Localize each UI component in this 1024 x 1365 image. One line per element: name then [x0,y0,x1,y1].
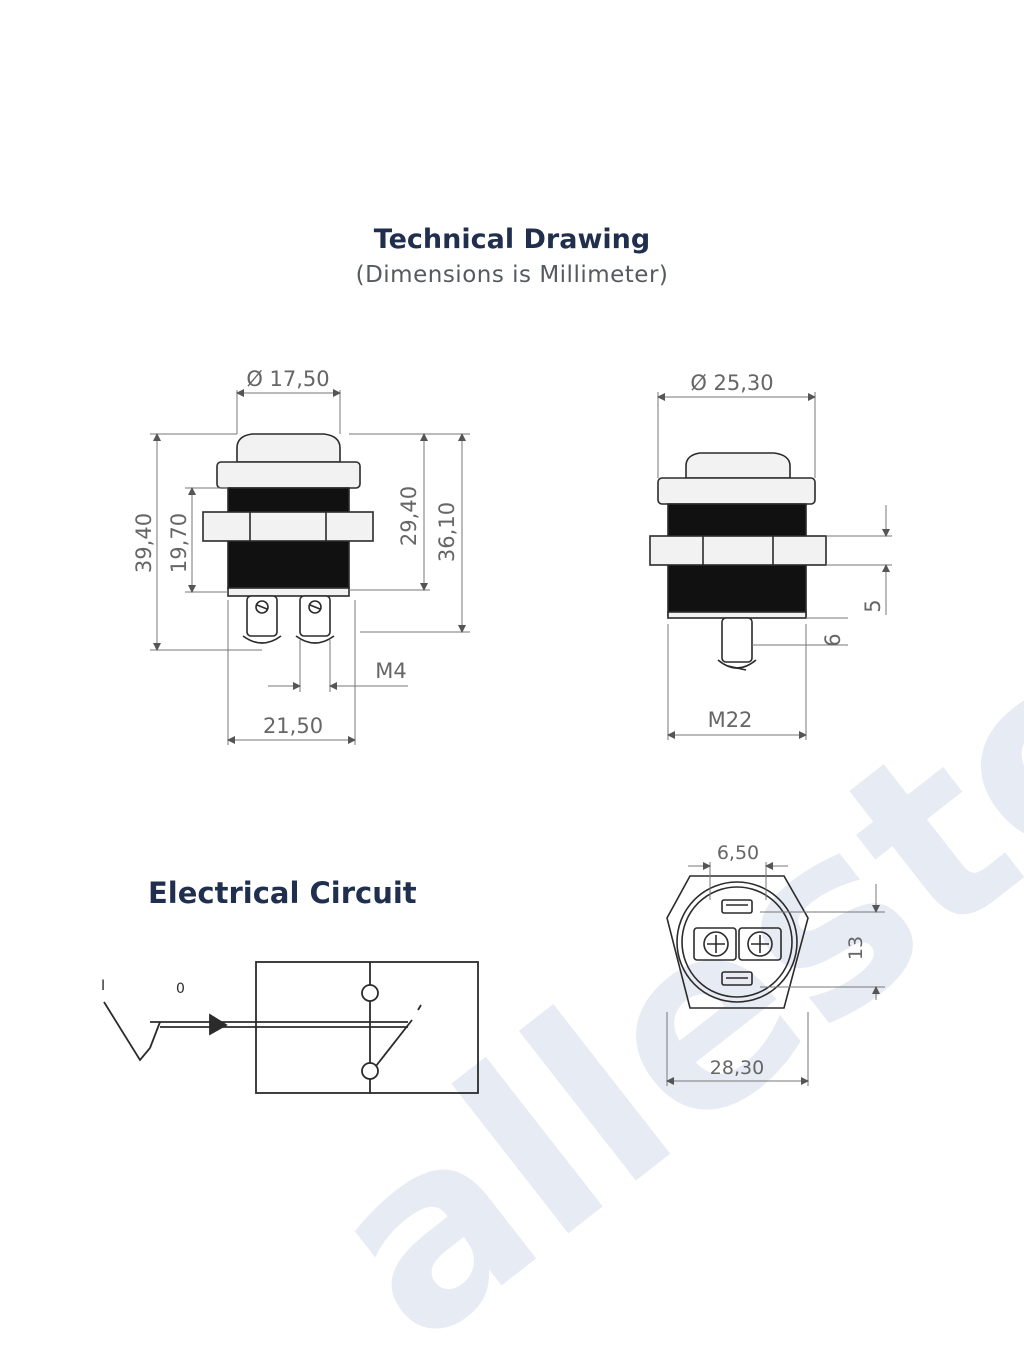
circuit-label-on: I [101,978,105,994]
bottom-pitch-label: 6,50 [717,842,759,864]
bottom-view-labels: 6,50 13 28,30 [710,842,867,1079]
front-diameter-label: Ø 17,50 [246,367,329,391]
circuit-diagram [103,961,479,1094]
side-nut-label: 5 [861,599,885,612]
front-body-height-label: 19,70 [167,513,191,573]
front-36-label: 36,10 [435,502,459,562]
front-view-labels: Ø 17,50 39,40 19,70 29,40 36,10 M4 21,50 [132,367,459,738]
page-subtitle: (Dimensions is Millimeter) [355,262,669,288]
side-stub-label: 6 [821,633,845,646]
side-view [649,452,827,671]
side-thread-label: M22 [708,708,753,732]
front-width-label: 21,50 [263,714,323,738]
front-total-height-label: 39,40 [132,513,156,573]
bottom-height-label: 13 [845,936,867,960]
side-diameter-label: Ø 25,30 [690,371,773,395]
circuit-labels: I 0 [101,978,185,997]
side-view-dimensions [657,392,892,740]
circuit-title: Electrical Circuit [148,876,417,910]
side-view-labels: Ø 25,30 5 6 M22 [690,371,885,732]
bottom-view [666,875,809,1009]
page-title: Technical Drawing [373,224,651,255]
bottom-width-label: 28,30 [710,1057,764,1079]
bottom-view-dimensions [666,862,885,1086]
front-view [202,433,374,644]
front-29-label: 29,40 [397,486,421,546]
circuit-label-off: 0 [176,981,185,997]
front-view-dimensions [150,389,470,745]
front-thread-label: M4 [375,659,406,683]
